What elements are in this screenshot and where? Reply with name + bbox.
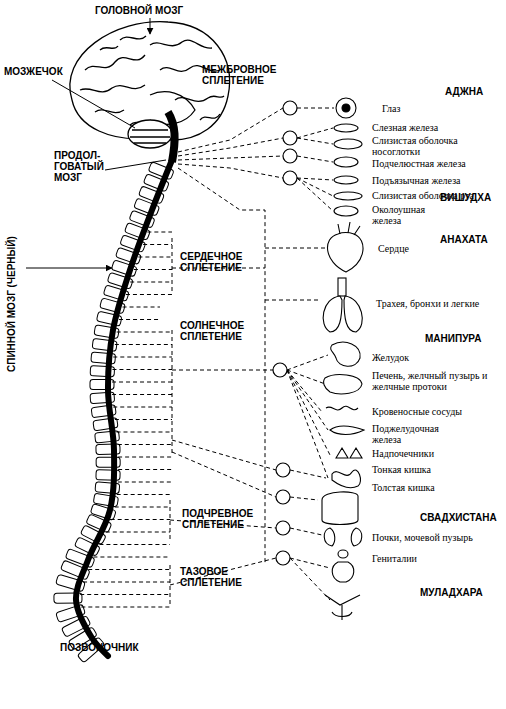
spinal-nerve <box>80 594 170 595</box>
organ-label: Кровеносные сосуды <box>372 406 462 417</box>
plexus-label: ТАЗОВОЕ СПЛЕТЕНИЕ <box>180 566 260 588</box>
leader-lines <box>26 18 166 268</box>
organ-label: Трахея, бронхи и легкие <box>376 298 481 309</box>
ganglion-circle <box>273 101 297 565</box>
organ-label: Почки, мочевой пузырь <box>372 532 473 543</box>
chakra-label: СВАДХИСТАНА <box>420 512 497 523</box>
structure-label: ГОЛОВНОЙ МОЗГ <box>95 5 183 16</box>
spinal-nerve <box>143 244 172 245</box>
spinal-nerve <box>106 532 170 533</box>
spinal-nerve <box>118 457 172 458</box>
organ-label: Сердце <box>378 243 409 254</box>
plexus-bracket <box>170 238 172 605</box>
organ-label: Подъязычная железа <box>372 175 461 186</box>
organ-label: Глаз <box>382 103 400 114</box>
spinal-nerve <box>113 357 172 358</box>
organ-label: Поджелудочная железа <box>372 423 452 445</box>
structure-label: ПОЗВОНОЧНИК <box>60 642 139 653</box>
structure-label: СПИННОЙ МОЗГ (ЧЕРНЫЙ) <box>6 236 17 372</box>
spinal-nerve <box>112 382 172 383</box>
structure-label: ПРОДОЛ- ГОВАТЫЙ МОЗГ <box>54 150 134 183</box>
organ-label: Печень, желчный пузырь и желчные протоки <box>372 370 500 392</box>
plexus-label: СЕРДЕЧНОЕ СПЛЕТЕНИЕ <box>180 251 270 273</box>
spinal-nerve <box>123 307 160 308</box>
organ-label: Подчелюстная железа <box>372 158 466 169</box>
spinal-nerve <box>115 419 172 420</box>
organ-label: Тонкая кишка <box>372 464 431 475</box>
spinal-nerve <box>147 232 172 233</box>
spinal-nerve <box>117 494 172 495</box>
spinal-nerve <box>113 407 172 408</box>
plexus-label: СОЛНЕЧНОЕ СПЛЕТЕНИЕ <box>180 320 270 342</box>
spinal-cord <box>76 160 172 656</box>
chakra-label: АДЖНА <box>445 86 483 97</box>
chakra-label: МУЛАДХАРА <box>420 587 483 598</box>
spinal-nerve <box>81 607 170 608</box>
spinal-nerve <box>112 394 172 395</box>
spinal-nerve <box>115 507 170 508</box>
chakra-label: МАНИПУРА <box>425 333 481 344</box>
brain-stem <box>168 112 175 162</box>
organ-label: Гениталии <box>372 553 417 564</box>
plexus-label: ПОДЧРЕВНОЕ СПЛЕТЕНИЕ <box>182 508 272 530</box>
spinal-nerve <box>119 319 160 320</box>
organ-label: Надпочечники <box>372 448 434 459</box>
spinal-nerve <box>88 569 170 570</box>
spinal-nerve <box>116 432 172 433</box>
spinal-nerve <box>112 369 172 370</box>
spinal-nerve <box>118 469 172 470</box>
spinal-nerve <box>99 544 170 545</box>
organ-drawing <box>322 98 364 620</box>
spinal-nerve <box>115 344 172 345</box>
spinal-nerve <box>134 269 172 270</box>
organ-label: Слезная железа <box>372 122 438 133</box>
spinal-nerve <box>138 257 172 258</box>
spinal-nerve <box>126 294 172 295</box>
organ-label: Слизистая оболочка носоглотки <box>372 135 472 157</box>
spinal-nerve <box>118 444 172 445</box>
nerve-wiring <box>170 108 334 600</box>
spinal-nerve <box>117 332 172 333</box>
spinal-nerve <box>118 482 172 483</box>
structure-label: МОЗЖЕЧОК <box>4 66 63 77</box>
organ-label: Толстая кишка <box>372 482 435 493</box>
organ-label: Желудок <box>372 352 409 363</box>
spinal-nerve <box>111 519 170 520</box>
organ-label: Околоушная железа <box>372 204 442 226</box>
plexus-label: МЕЖБРОВНОЕ СПЛЕТЕНИЕ <box>202 64 297 86</box>
spinal-nerve <box>93 557 170 558</box>
chakra-label: АНАХАТА <box>440 234 488 245</box>
spinal-nerve <box>130 282 172 283</box>
chakra-label: ВИШУДХА <box>440 192 491 203</box>
spinal-nerve <box>83 582 170 583</box>
